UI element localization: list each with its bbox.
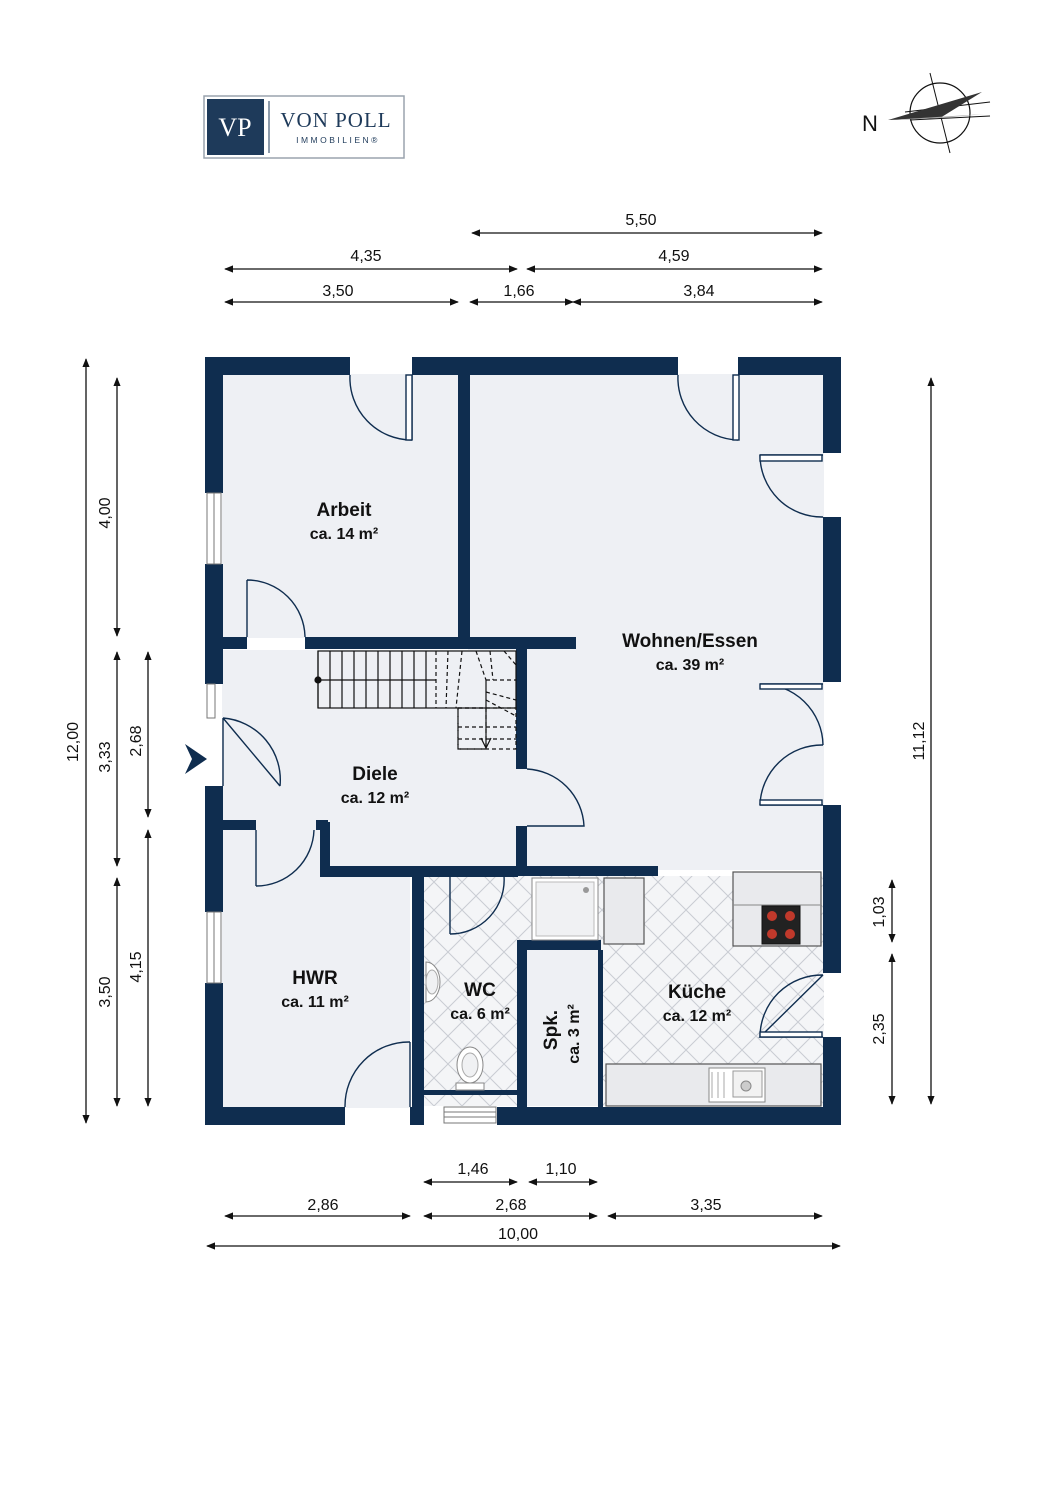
dim-top-166: 1,66 [503, 283, 534, 300]
dim-top-459: 4,59 [658, 248, 689, 265]
dim-top-384: 3,84 [683, 283, 714, 300]
dim-bottom-335: 3,35 [690, 1197, 721, 1214]
room-area-hwr: ca. 11 m² [281, 994, 349, 1011]
compass-rose: N [862, 72, 991, 154]
room-name-diele: Diele [352, 764, 397, 785]
room-name-kueche: Küche [668, 982, 726, 1003]
logo-monogram: VP [218, 113, 251, 142]
room-area-kueche: ca. 12 m² [663, 1008, 731, 1025]
staircase [314, 650, 517, 750]
dim-top-350: 3,50 [322, 283, 353, 300]
room-name-hwr: HWR [292, 968, 338, 989]
entrance-arrow-icon [185, 744, 207, 774]
fixtures [425, 871, 822, 1107]
windows [206, 492, 497, 1124]
logo-name: VON POLL [280, 108, 391, 132]
company-logo: VP VON POLL IMMOBILIEN® [203, 95, 405, 159]
floor-arbeit [222, 374, 458, 638]
kitchen-cabinet-icon [603, 877, 645, 945]
dim-top-435: 4,35 [350, 248, 381, 265]
dim-left-400: 4,00 [97, 497, 114, 528]
dim-left-268: 2,68 [128, 725, 145, 756]
room-labels: Arbeit ca. 14 m² Wohnen/Essen ca. 39 m² … [281, 500, 758, 1064]
dim-bottom-110: 1,10 [545, 1161, 576, 1178]
washbasin-icon [425, 961, 441, 1003]
dim-left-333: 3,33 [97, 741, 114, 772]
dim-bottom-286: 2,86 [307, 1197, 338, 1214]
dimension-labels: 5,50 4,35 4,59 3,50 1,66 3,84 12,00 4,00… [65, 212, 928, 1243]
room-area-wohnen: ca. 39 m² [656, 657, 724, 674]
room-name-wohnen: Wohnen/Essen [622, 631, 758, 652]
room-area-arbeit: ca. 14 m² [310, 526, 378, 543]
room-name-wc: WC [464, 980, 496, 1001]
floor-spk [527, 950, 599, 1106]
dim-bottom-1000: 10,00 [498, 1226, 538, 1243]
dim-left-350: 3,50 [97, 976, 114, 1007]
room-area-diele: ca. 12 m² [341, 790, 409, 807]
room-area-spk: ca. 3 m² [566, 1004, 583, 1064]
north-label: N [862, 111, 878, 136]
doors [222, 374, 824, 1108]
dim-right-235: 2,35 [871, 1013, 888, 1044]
dim-top-550: 5,50 [625, 212, 656, 229]
room-name-arbeit: Arbeit [317, 500, 373, 521]
sink-icon [605, 1063, 822, 1107]
dim-right-1112: 11,12 [911, 721, 928, 760]
dim-bottom-146: 1,46 [457, 1161, 488, 1178]
walls [205, 357, 841, 1125]
dim-left-415: 4,15 [128, 951, 145, 982]
logo-subtitle: IMMOBILIEN® [296, 135, 380, 145]
toilet-icon [455, 1046, 485, 1091]
dim-left-1200: 12,00 [65, 722, 82, 762]
shower-icon [531, 877, 599, 941]
cooktop-icon [732, 871, 822, 947]
dim-right-103: 1,03 [871, 896, 888, 927]
room-name-spk: Spk. [541, 1010, 562, 1050]
room-area-wc: ca. 6 m² [450, 1006, 510, 1023]
dimension-lines [82, 229, 935, 1250]
dim-bottom-268: 2,68 [495, 1197, 526, 1214]
floor-wohnen [468, 374, 824, 870]
